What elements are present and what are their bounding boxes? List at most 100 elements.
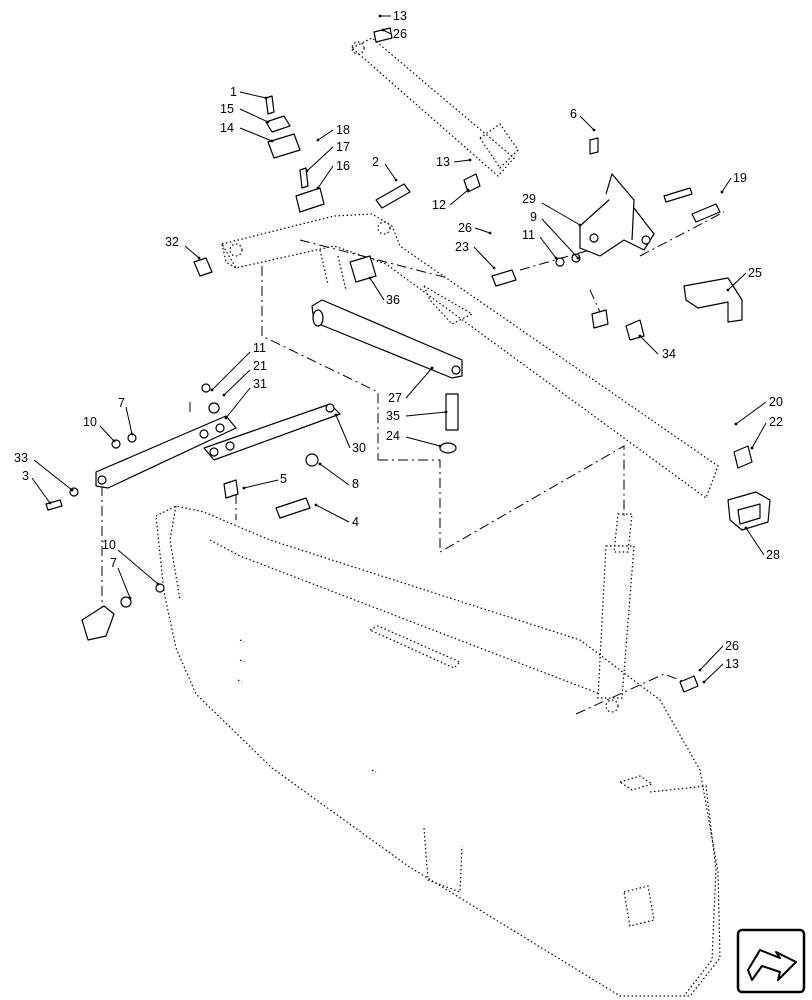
pin-23 (491, 269, 517, 287)
callout-leader-10 (117, 549, 159, 585)
callout-number-24: 24 (386, 429, 400, 443)
parts (45, 27, 771, 693)
callout-number-26: 26 (458, 221, 472, 235)
callout-arrowhead-19 (720, 190, 724, 194)
callout-arrowhead-35 (444, 410, 448, 414)
callout-leader-26 (474, 227, 491, 234)
nut-8 (305, 453, 319, 467)
callout-leader-18 (317, 129, 334, 141)
callout-leader-22 (751, 422, 767, 449)
callout-leader-34 (639, 335, 659, 355)
callout-leader-12 (449, 189, 469, 206)
callout-arrowhead-26 (381, 28, 385, 32)
bolt-6 (589, 137, 599, 155)
callout-arrowhead-11 (210, 388, 214, 392)
callout-leader-8 (319, 463, 350, 486)
callout-number-21: 21 (253, 359, 267, 373)
callout-leader-2 (384, 163, 397, 181)
callout-number-31: 31 (253, 377, 267, 391)
callout-arrowhead-6 (592, 128, 596, 132)
callout-number-14: 14 (220, 121, 234, 135)
callout-number-6: 6 (570, 107, 577, 121)
callout-arrowhead-15 (266, 120, 270, 124)
callout-number-11: 11 (522, 228, 535, 242)
callout-arrowhead-33 (70, 488, 74, 492)
callout-number-16: 16 (336, 159, 350, 173)
callout-arrowhead-2 (394, 178, 398, 182)
callout-leader-7 (125, 406, 133, 435)
callout-leader-11 (539, 236, 557, 259)
bushing-35 (445, 393, 459, 431)
clamp-16 (295, 187, 325, 213)
callout-number-25: 25 (748, 266, 762, 280)
callout-number-3: 3 (22, 469, 29, 483)
callout-leader-26 (382, 29, 392, 35)
callout-number-22: 22 (769, 415, 783, 429)
callout-number-29: 29 (522, 192, 536, 206)
callout-arrowhead-3 (48, 501, 52, 505)
clamp-14 (267, 133, 301, 159)
nut-11 (201, 383, 211, 393)
next-page-arrow-icon[interactable] (736, 928, 806, 994)
callout-number-7: 7 (110, 556, 117, 570)
callout-arrowhead-17 (305, 169, 309, 173)
callout-leader-33 (33, 459, 73, 491)
washer-10b (155, 583, 165, 593)
callout-number-26: 26 (393, 27, 407, 41)
pin-32 (193, 257, 213, 277)
callout-arrowhead-22 (750, 446, 754, 450)
callout-leader-25 (727, 272, 747, 291)
end-fitting (81, 605, 115, 641)
callout-number-9: 9 (530, 210, 537, 224)
callout-leader-14 (239, 127, 273, 142)
bolt-3 (45, 499, 63, 511)
callout-arrowhead-13 (468, 158, 472, 162)
callout-number-13: 13 (725, 657, 739, 671)
bolt-4 (275, 497, 311, 519)
callout-arrowhead-7 (128, 596, 132, 600)
callout-arrowhead-32 (197, 256, 201, 260)
callout-arrowhead-10 (156, 582, 160, 586)
bolt-19 (691, 203, 721, 223)
callout-leader-27 (405, 367, 433, 399)
callout-leader-32 (184, 245, 200, 259)
callout-number-2: 2 (372, 155, 379, 169)
callout-arrowhead-34 (638, 334, 642, 338)
callout-leader-19 (721, 177, 732, 193)
callout-arrowhead-26 (698, 668, 702, 672)
callout-number-8: 8 (352, 477, 359, 491)
washer-21 (208, 402, 220, 414)
pin-22 (733, 445, 753, 469)
callout-number-15: 15 (220, 102, 234, 116)
tube-27 (311, 299, 463, 379)
callout-arrowhead-20 (734, 422, 738, 426)
callout-arrowhead-5 (242, 486, 246, 490)
nut-11b (555, 257, 565, 267)
callout-leader-11 (211, 351, 251, 391)
callout-number-28: 28 (766, 548, 780, 562)
nut-9 (571, 253, 581, 263)
upper-cylinder (350, 37, 519, 177)
callout-arrowhead-13 (378, 14, 382, 18)
callout-leader-16 (317, 165, 334, 189)
callout-number-4: 4 (352, 515, 359, 529)
reference-lines (101, 211, 725, 715)
callout-leader-28 (745, 527, 765, 556)
callout-arrowhead-13 (702, 680, 706, 684)
callout-leader-9 (541, 218, 579, 259)
callout-leader-23 (473, 246, 495, 269)
callout-arrowhead-12 (466, 188, 470, 192)
callout-number-30: 30 (352, 441, 366, 455)
callout-number-7: 7 (118, 396, 125, 410)
callout-number-1: 1 (230, 85, 237, 99)
callout-arrowhead-36 (368, 276, 372, 280)
bushing-34 (591, 309, 609, 329)
link-bar-30 (203, 403, 341, 461)
callout-arrowhead-27 (430, 366, 434, 370)
pin-12 (463, 173, 481, 193)
callout-leader-6 (579, 115, 595, 131)
callout-leader-35 (405, 411, 447, 417)
callout-leader-26 (699, 645, 724, 671)
pin-26-lower (679, 675, 699, 693)
